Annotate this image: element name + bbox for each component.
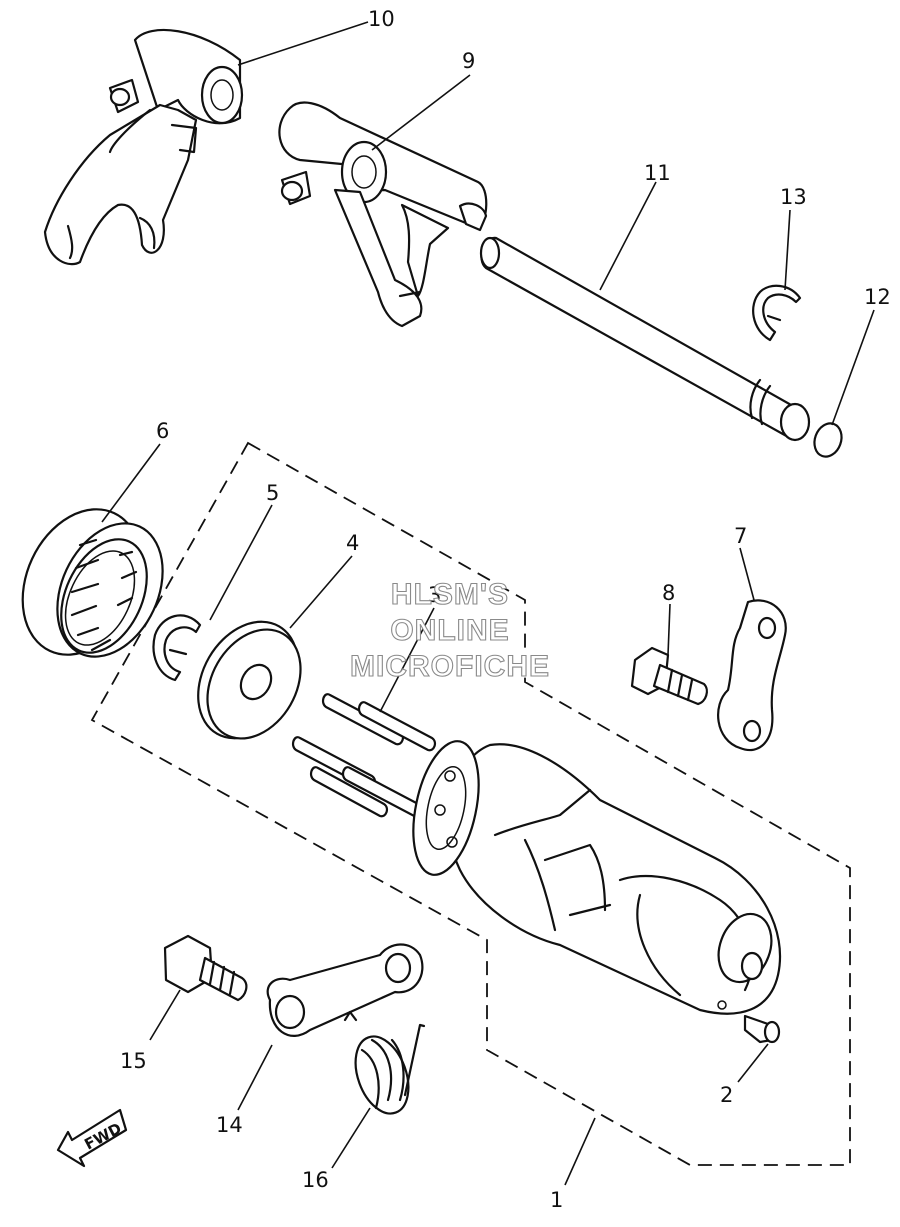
callout-13: 13 bbox=[780, 185, 807, 209]
part-13-circlip[interactable] bbox=[752, 284, 802, 342]
callout-6: 6 bbox=[156, 419, 169, 443]
callout-15: 15 bbox=[120, 1049, 147, 1073]
svg-text:ONLINE: ONLINE bbox=[390, 614, 509, 647]
callout-5: 5 bbox=[266, 481, 279, 505]
callout-14: 14 bbox=[216, 1113, 243, 1137]
part-3-pins[interactable] bbox=[291, 693, 437, 820]
callout-9: 9 bbox=[462, 49, 475, 73]
part-2-pin[interactable] bbox=[743, 1014, 781, 1044]
callout-2: 2 bbox=[720, 1083, 733, 1107]
part-14-stopper-lever[interactable] bbox=[266, 943, 424, 1037]
callout-4: 4 bbox=[346, 531, 359, 555]
part-7-plate[interactable] bbox=[717, 599, 787, 751]
part-4-washer[interactable] bbox=[178, 604, 319, 756]
callout-1: 1 bbox=[550, 1188, 563, 1212]
part-5-circlip[interactable] bbox=[152, 614, 202, 682]
callout-10: 10 bbox=[368, 7, 395, 31]
part-9-shift-fork[interactable] bbox=[278, 101, 488, 328]
part-15-bolt[interactable] bbox=[163, 934, 248, 1002]
part-11-guide-bar[interactable] bbox=[479, 236, 811, 442]
assembly-boundary bbox=[90, 441, 851, 1166]
callout-8: 8 bbox=[662, 581, 675, 605]
part-8-bolt[interactable] bbox=[630, 646, 708, 706]
part-6-bearing[interactable] bbox=[0, 490, 183, 674]
watermark: HLSM'S ONLINE MICROFICHE bbox=[349, 577, 550, 683]
svg-text:HLSM'S: HLSM'S bbox=[391, 578, 509, 611]
callout-7: 7 bbox=[734, 524, 747, 548]
fwd-arrow-icon: FWD bbox=[56, 1108, 128, 1168]
svg-text:MICROFICHE: MICROFICHE bbox=[350, 650, 550, 683]
part-1-shift-drum[interactable] bbox=[403, 735, 782, 1015]
callout-12: 12 bbox=[864, 285, 891, 309]
callout-11: 11 bbox=[644, 161, 671, 185]
callout-3: 3 bbox=[428, 583, 441, 607]
part-10-shift-fork[interactable] bbox=[43, 28, 244, 266]
part-12-plug[interactable] bbox=[810, 420, 846, 461]
leader-lines bbox=[101, 21, 875, 1186]
callout-16: 16 bbox=[302, 1168, 329, 1192]
part-16-spring[interactable] bbox=[346, 1023, 426, 1121]
